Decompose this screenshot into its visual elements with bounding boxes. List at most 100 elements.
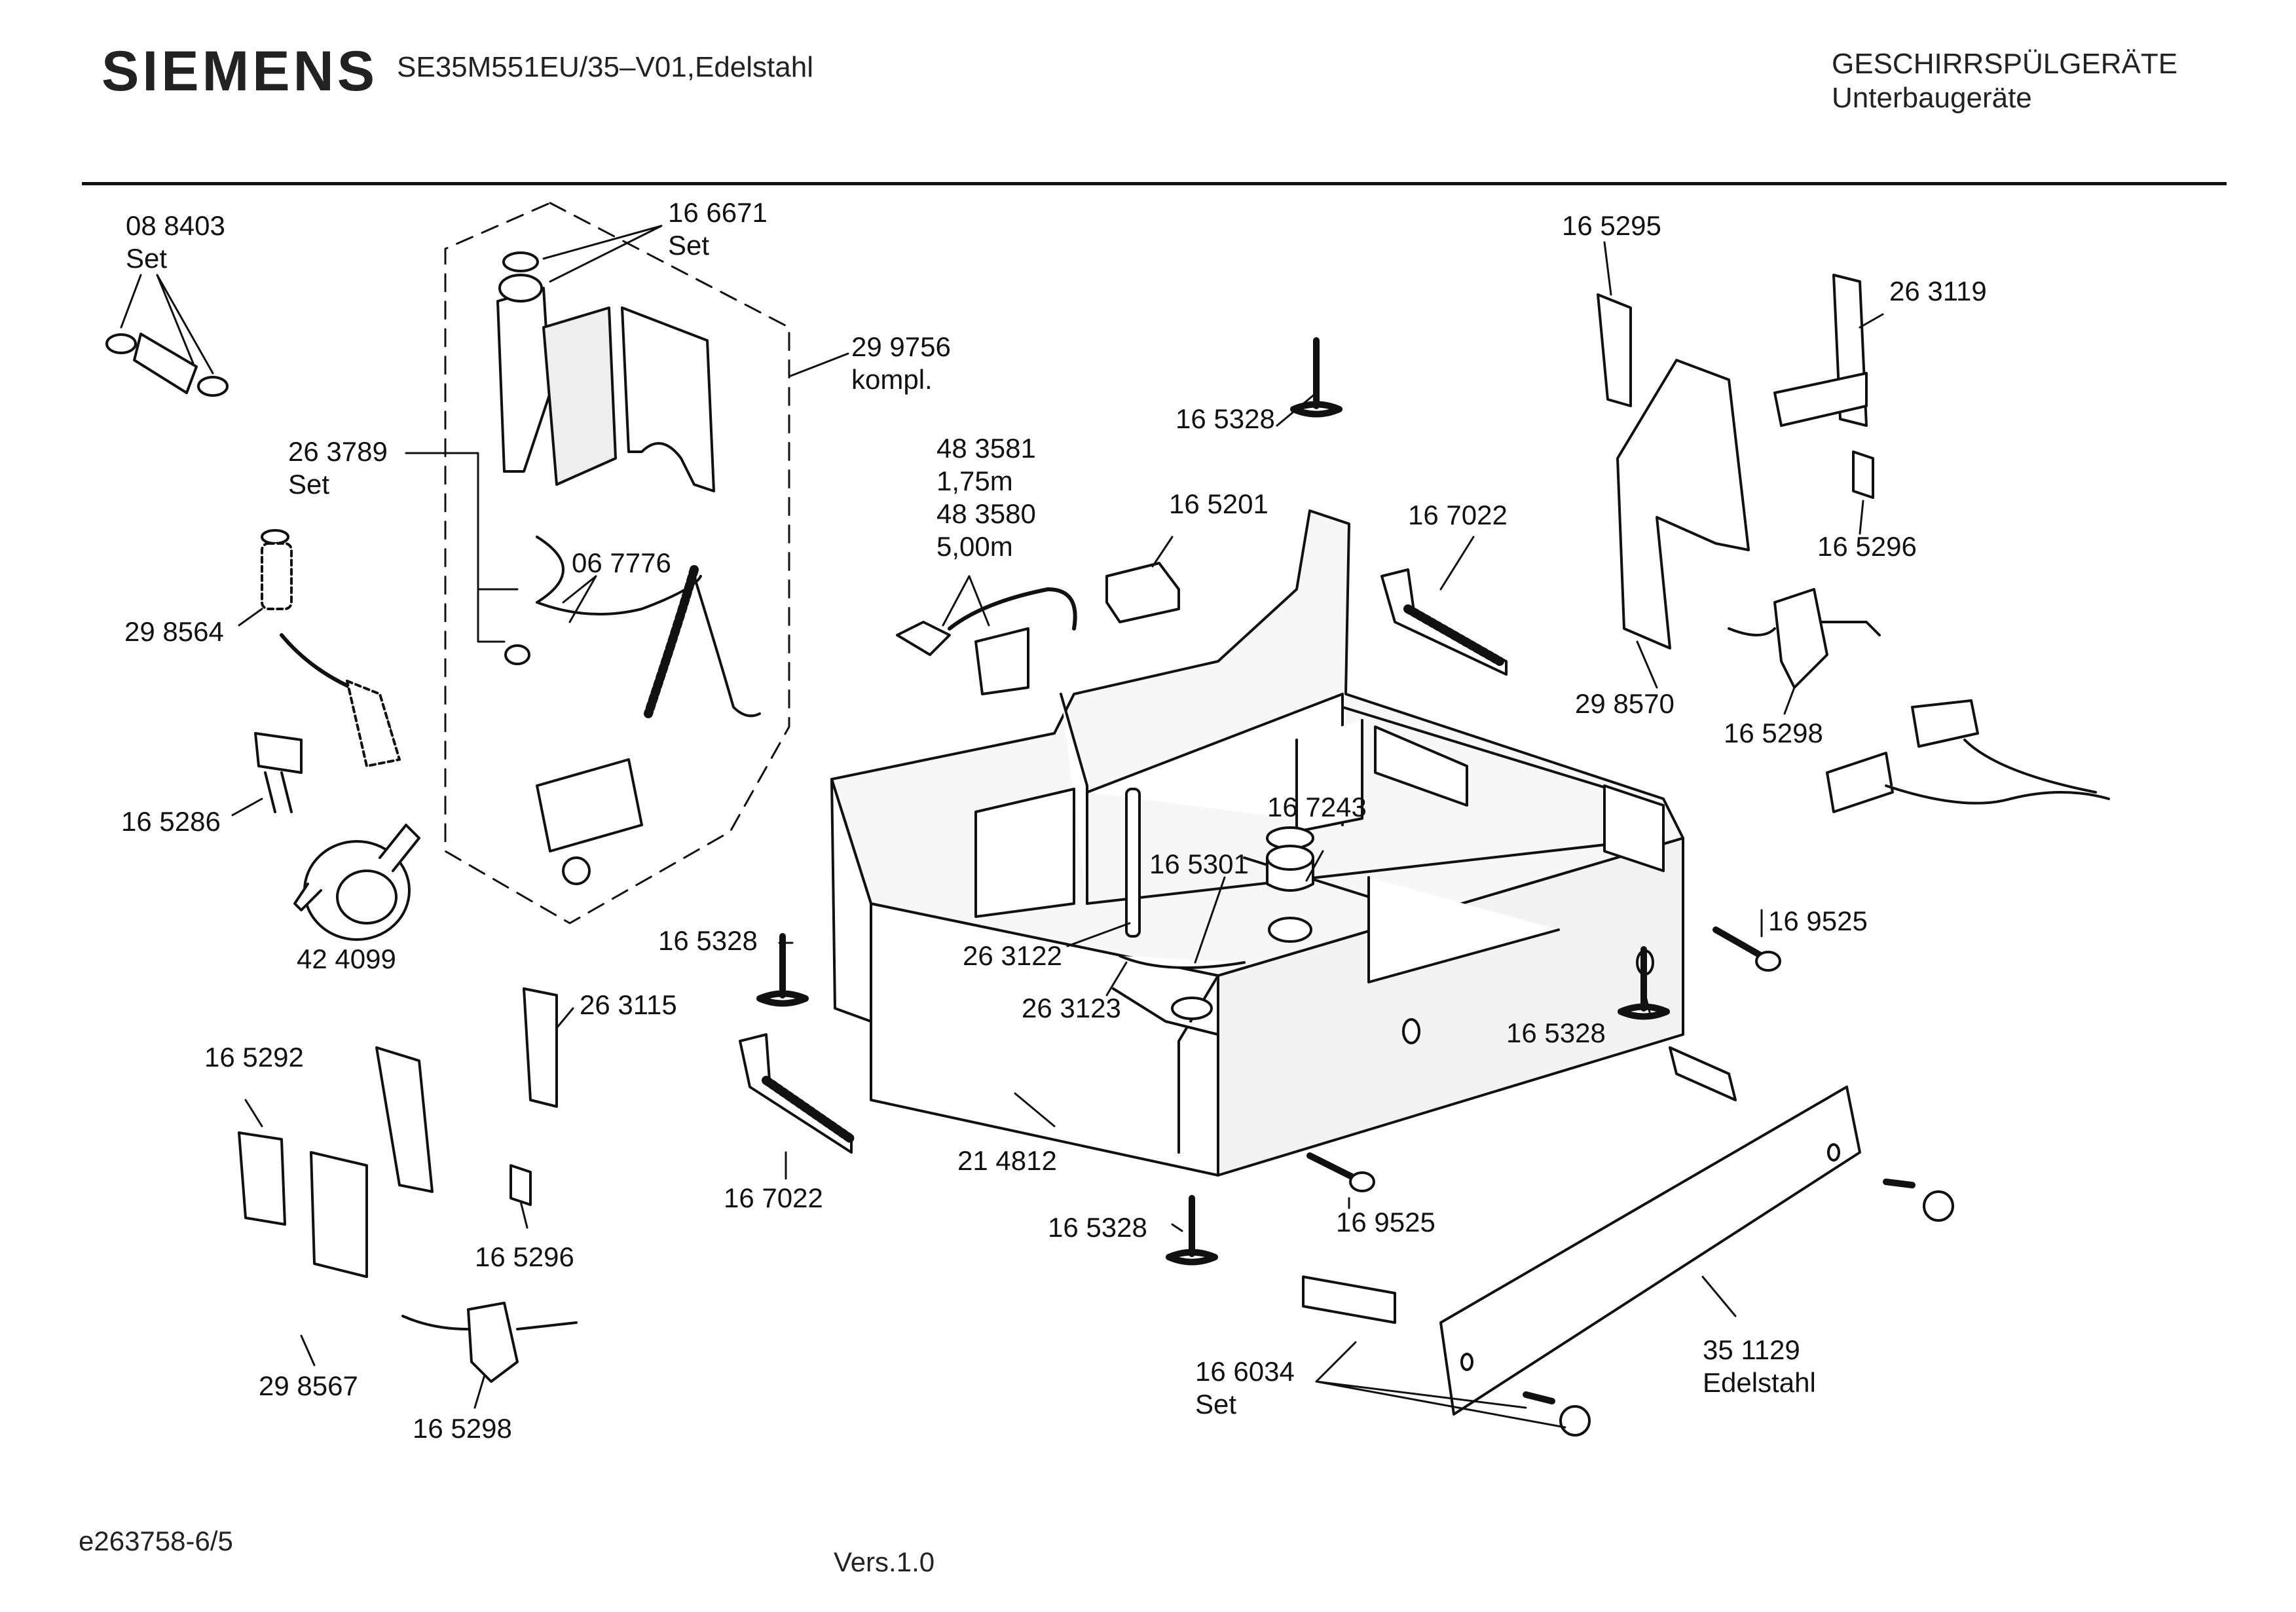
part-number: 16 6671 <box>668 197 768 228</box>
part-number: 26 3115 <box>580 989 677 1020</box>
part-number: 16 5298 <box>1724 718 1823 748</box>
header-divider <box>82 182 2227 185</box>
part-number: 21 4812 <box>957 1145 1057 1176</box>
part-note: Set <box>126 243 168 274</box>
part-label: 16 5292 <box>204 1041 304 1074</box>
door-switch-left-part <box>401 1302 578 1383</box>
part-label: 29 8564 <box>124 615 224 648</box>
inner-parts <box>1119 788 1314 1020</box>
category-subtitle: Unterbaugeräte <box>1832 82 2032 114</box>
part-note: Edelstahl <box>1703 1367 1816 1398</box>
hose-part <box>261 529 401 767</box>
part-label: 26 3789 Set <box>288 435 388 501</box>
part-number: 26 3123 <box>1022 993 1121 1023</box>
part-number: 06 7776 <box>572 547 671 578</box>
part-number: 29 8567 <box>259 1370 358 1401</box>
part-label: 26 3115 <box>580 989 677 1021</box>
part-label: 48 3581 1,75m 48 3580 5,00m <box>936 432 1036 563</box>
part-label: 16 5328 <box>1048 1211 1147 1244</box>
part-label: 29 8567 <box>259 1370 358 1402</box>
base-tub-part <box>830 509 1684 1177</box>
part-number: 16 9525 <box>1768 906 1868 936</box>
plinth-panel-part <box>1302 1046 1954 1437</box>
assembly-boundary <box>444 202 790 925</box>
part-label: 35 1129 Edelstahl <box>1703 1334 1816 1399</box>
product-category: GESCHIRRSPÜLGERÄTE Unterbaugeräte <box>1832 47 2177 115</box>
part-label: 26 3123 <box>1022 992 1121 1025</box>
hinge-bracket-left-part <box>238 987 558 1278</box>
part-label: 16 5296 <box>475 1241 574 1273</box>
part-number: 16 7022 <box>1408 500 1508 530</box>
part-label: 16 5298 <box>413 1412 512 1445</box>
brand-logo: SIEMENS <box>102 40 379 103</box>
part-number: 16 5292 <box>204 1042 304 1072</box>
part-label: 29 8570 <box>1575 687 1675 720</box>
screw-part <box>1306 926 1781 1192</box>
part-number: 08 8403 <box>126 210 225 241</box>
part-label: 16 5286 <box>121 805 221 838</box>
part-number: 16 5296 <box>475 1241 574 1272</box>
part-label: 06 7776 <box>572 547 671 579</box>
part-number: 16 5328 <box>658 925 758 956</box>
wiring-harness-part <box>1826 699 2110 813</box>
part-number: 16 7022 <box>724 1182 823 1213</box>
valve-clip-part <box>254 732 303 813</box>
part-label: 16 9525 <box>1768 905 1868 938</box>
part-label: 16 7022 <box>724 1182 823 1215</box>
part-number: 16 5296 <box>1817 531 1917 562</box>
part-number: 48 3580 <box>936 498 1036 529</box>
door-switch-part <box>1728 588 1881 689</box>
category-title: GESCHIRRSPÜLGERÄTE <box>1832 48 2178 80</box>
part-number: 16 5201 <box>1169 488 1268 519</box>
part-number: 16 6034 <box>1195 1356 1295 1387</box>
part-label: 16 5328 <box>1506 1017 1606 1050</box>
part-label: 16 5328 <box>1176 403 1275 435</box>
hinge-bracket-right-part <box>1597 274 1874 650</box>
foot-screw-part <box>756 337 1670 1266</box>
pump-assembly-part <box>496 251 761 885</box>
part-label: 26 3119 <box>1889 275 1987 308</box>
part-label: 16 7022 <box>1408 499 1508 532</box>
part-note: 5,00m <box>936 531 1013 562</box>
part-note: Set <box>288 469 330 500</box>
part-number: 16 5328 <box>1048 1212 1147 1243</box>
part-number: 48 3581 <box>936 433 1036 464</box>
part-note: 1,75m <box>936 466 1013 496</box>
part-label: 16 5301 <box>1149 848 1249 881</box>
part-label: 08 8403 Set <box>126 210 225 275</box>
part-number: 35 1129 <box>1703 1334 1800 1365</box>
drain-pump-part <box>293 824 420 941</box>
part-number: 42 4099 <box>297 943 396 974</box>
part-label: 16 7243 <box>1267 791 1367 824</box>
part-number: 16 5328 <box>1506 1017 1606 1048</box>
part-number: 16 5328 <box>1176 403 1275 434</box>
part-number: 16 5301 <box>1149 849 1249 879</box>
part-note: kompl. <box>851 364 933 395</box>
part-number: 26 3119 <box>1889 276 1987 306</box>
hose-clamp-part <box>105 333 229 397</box>
part-note: Set <box>1195 1389 1237 1420</box>
hinge-spring-part <box>739 568 1508 1154</box>
part-note: Set <box>668 230 710 261</box>
part-number: 29 8570 <box>1575 688 1675 719</box>
part-number: 26 3122 <box>963 940 1062 971</box>
part-label: 16 6034 Set <box>1195 1355 1295 1421</box>
document-id: e263758-6/5 <box>79 1526 233 1556</box>
power-cable-part <box>896 587 1077 695</box>
part-label: 16 5201 <box>1169 488 1268 521</box>
part-number: 16 7243 <box>1267 792 1367 822</box>
model-number: SE35M551EU/35–V01,Edelstahl <box>397 51 813 83</box>
part-label: 16 9525 <box>1336 1206 1435 1239</box>
part-number: 29 9756 <box>851 331 951 362</box>
part-label: 21 4812 <box>957 1145 1057 1177</box>
part-label: 29 9756 kompl. <box>851 331 951 396</box>
part-label: 16 5298 <box>1724 717 1823 750</box>
part-number: 16 5286 <box>121 806 221 837</box>
part-label: 42 4099 <box>297 943 396 976</box>
leader-lines <box>120 225 1884 1429</box>
part-number: 16 5295 <box>1562 210 1661 241</box>
part-label: 16 5295 <box>1562 210 1661 242</box>
connector-part <box>1105 562 1180 623</box>
part-label: 26 3122 <box>963 940 1062 972</box>
